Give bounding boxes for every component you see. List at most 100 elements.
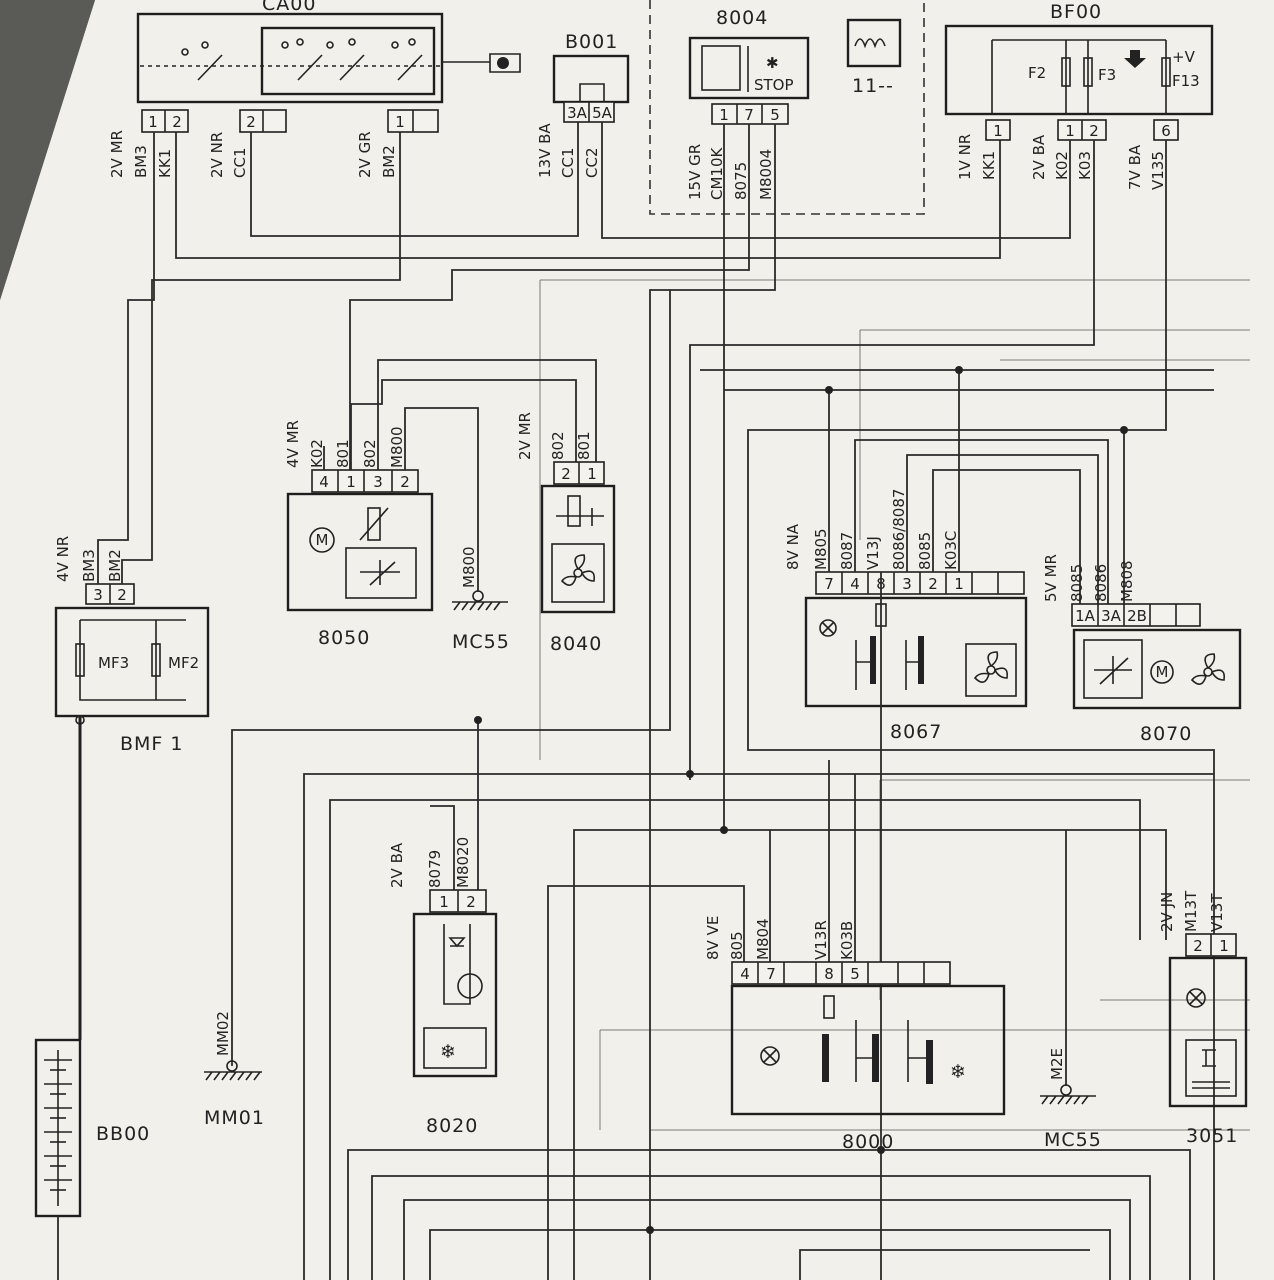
8050-pin-4: 4 [319, 473, 329, 491]
ca00-pin-3: 2 [246, 113, 256, 131]
8070-pin-1a: 1A [1075, 607, 1096, 625]
wl-bmf1-2: BM2 [106, 549, 124, 582]
component-bf00[interactable]: F2 F3 F13 +V 1 1 2 6 BF00 [944, 1, 1214, 141]
component-mm01[interactable]: MM01 [204, 290, 671, 1129]
8050-pin-2: 2 [400, 473, 410, 491]
8070-pin-3a: 3A [1101, 607, 1122, 625]
component-8004[interactable]: ✱ STOP 1 7 5 8004 [688, 7, 810, 125]
mc55-a-label: MC55 [452, 631, 510, 653]
bmf1-pin-2: 2 [117, 586, 127, 604]
bf00-fuse-f3: F3 [1098, 66, 1116, 84]
relay-11-label: 11-- [852, 75, 894, 97]
wl-bf00b-1: K02 [1053, 151, 1071, 180]
8040-label: 8040 [550, 633, 602, 655]
wl-ca00a-0: 2V MR [108, 130, 126, 178]
mm01-label: MM01 [204, 1107, 265, 1129]
wl-8050-0: 4V MR [284, 420, 302, 468]
wl-bf00c-0: 7V BA [1126, 144, 1144, 190]
8000-pin-7: 7 [766, 965, 776, 983]
lamp-icon [760, 1046, 780, 1066]
8070-pin-2b: 2B [1127, 607, 1147, 625]
wl-8000-4: K03B [838, 921, 856, 960]
wl-bf00b-2: K03 [1076, 151, 1094, 180]
wl-ca00a-1: BM3 [132, 145, 150, 178]
wl-bf00a-0: 1V NR [956, 134, 974, 180]
wl-8000-0: 8V VE [704, 916, 722, 960]
lower-wires [303, 200, 1214, 1280]
mc55-b-label: MC55 [1044, 1129, 1102, 1151]
8004-pin-1: 1 [719, 106, 729, 124]
resistor-icon [367, 507, 381, 541]
component-8067[interactable]: 7 4 8 3 2 1 8067 [804, 571, 1028, 743]
wl-b001-0: 13V BA [536, 123, 554, 178]
component-8070[interactable]: 1A 3A 2B M 8070 [1071, 603, 1242, 745]
component-8020[interactable]: 1 2 ❄ 8020 [412, 889, 498, 1137]
bmf1-label: BMF 1 [120, 733, 183, 755]
8067-label: 8067 [890, 721, 942, 743]
wl-ca00b-0: 2V NR [208, 132, 226, 178]
bf00-pin-1b: 1 [1065, 122, 1075, 140]
wl-8004-3: M8004 [757, 149, 775, 200]
8000-pin-5: 5 [850, 965, 860, 983]
pump-icon [457, 973, 483, 999]
wl-bf00b-0: 2V BA [1030, 134, 1048, 180]
8020-pin-1: 1 [439, 893, 449, 911]
8040-pin-1: 1 [587, 465, 597, 483]
component-3051[interactable]: 2 1 3051 [1168, 933, 1248, 1147]
bmf1-fuse-mf3: MF3 [98, 654, 129, 672]
component-mc55-a[interactable]: MC55 [452, 590, 510, 653]
8020-label: 8020 [426, 1115, 478, 1137]
wl-8040-0: 2V MR [516, 412, 534, 460]
ca00-pin-4: 1 [395, 113, 405, 131]
fan-icon [1190, 653, 1226, 685]
component-bb00[interactable]: BB00 [34, 1038, 150, 1218]
wl-ca00a-2: KK1 [156, 149, 174, 178]
8050-pin-3: 3 [373, 473, 383, 491]
8067-pin-2: 2 [928, 575, 938, 593]
display-icon [1185, 1039, 1237, 1097]
wl-8004-2: 8075 [732, 162, 750, 200]
wl-8067-6: K03C [942, 531, 960, 570]
wl-b001-1: CC1 [559, 148, 577, 179]
wl-8070-3: M808 [1118, 560, 1136, 602]
wl-8000-2: M804 [754, 918, 772, 960]
paper-shadow [0, 0, 95, 300]
component-b001[interactable]: 3A 5A B001 [552, 31, 630, 123]
wl-8004-1: CM10K [708, 146, 726, 200]
b001-pin-5a: 5A [592, 104, 613, 122]
wl-8070-2: 8086 [1092, 564, 1110, 602]
wl-8067-3: V13J [864, 536, 882, 570]
snowflake-icon: ❄ [440, 1041, 457, 1063]
8004-stop: STOP [754, 76, 794, 94]
wl-8040-2: 801 [575, 431, 593, 460]
component-8000[interactable]: 4 7 8 5 ❄ 8000 [730, 961, 1006, 1153]
wl-8067-1: M805 [812, 528, 830, 570]
wl-8020-0: 2V BA [388, 842, 406, 888]
bmf1-fuse-mf2: MF2 [168, 654, 199, 672]
bb00-label: BB00 [96, 1123, 150, 1145]
8004-pin-7: 7 [744, 106, 754, 124]
wl-mc55a-0: M800 [460, 546, 478, 588]
component-8050[interactable]: 4 1 3 2 M 8050 [286, 469, 434, 649]
wl-8050-2: 801 [334, 439, 352, 468]
8050-label: 8050 [318, 627, 370, 649]
motor-icon [1150, 660, 1174, 684]
junction-dots [474, 366, 1128, 1234]
component-mc55-b[interactable]: MC55 [1040, 1084, 1102, 1151]
wl-mc55b-0: M2E [1048, 1048, 1066, 1080]
bf00-pin-6: 6 [1161, 122, 1171, 140]
8067-pin-3: 3 [902, 575, 912, 593]
8050-pin-1: 1 [346, 473, 356, 491]
wl-bf00c-1: V135 [1149, 151, 1167, 190]
bmf1-pin-3: 3 [93, 586, 103, 604]
component-bmf1[interactable]: 3 2 MF3 MF2 BMF 1 [54, 583, 210, 755]
fan-icon [973, 651, 1009, 683]
component-relay-11[interactable]: 11-- [846, 18, 902, 97]
component-8040[interactable]: 2 1 8040 [540, 461, 616, 655]
wl-bmf1-1: BM3 [80, 549, 98, 582]
component-ca00[interactable]: CA00 1 2 2 1 [136, 0, 521, 133]
bf00-plusv: +V [1172, 48, 1196, 66]
ca00-pin-1: 1 [148, 113, 158, 131]
